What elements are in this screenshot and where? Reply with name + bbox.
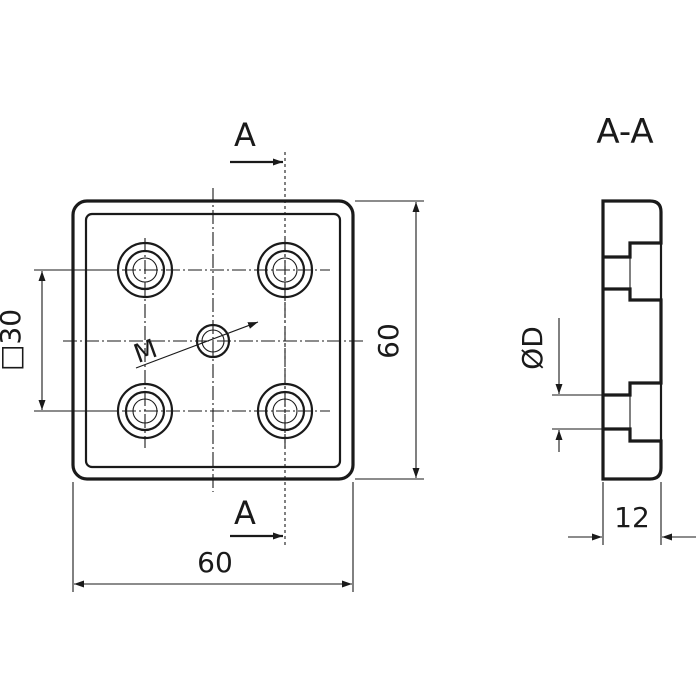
thread-label: M [130,334,161,370]
dim-60-horizontal-label: 60 [197,546,233,579]
dim-60-vertical-label: 60 [372,323,405,359]
section-view-title: A-A [596,112,653,152]
dim-diameter-label: ØD [516,326,549,370]
section-view: A-A ØD 12 [516,112,696,545]
section-label-bottom: A [234,494,256,532]
section-label-top: A [234,116,256,154]
section-pocket-bottom [601,381,663,443]
dim-thickness-label: 12 [614,501,650,534]
thread-leader-line [135,321,259,369]
center-threaded-hole [135,321,259,369]
front-view: M A A □30 60 60 [0,116,424,592]
dim-square-30-label: □30 [0,309,27,371]
section-pocket-top [601,241,663,302]
